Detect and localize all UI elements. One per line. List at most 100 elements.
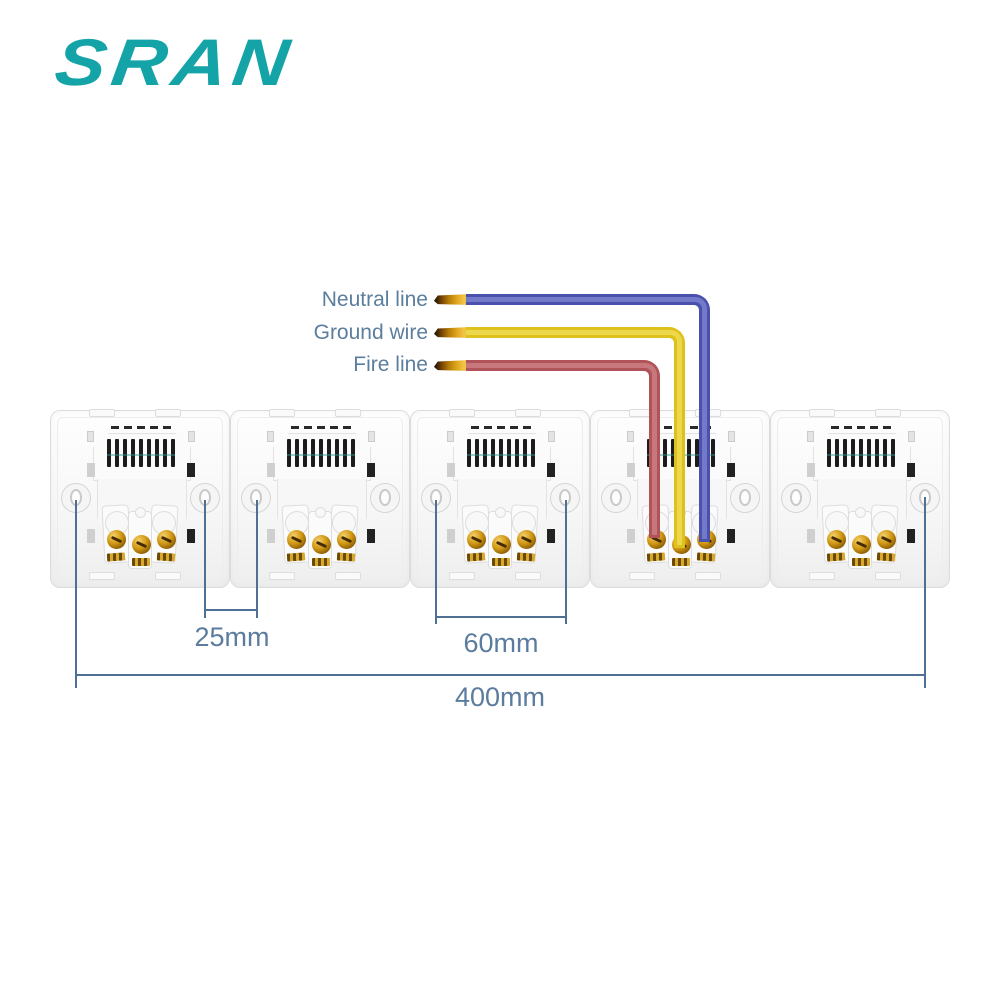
mounting-hole-slot (790, 489, 802, 506)
dimension-line (75, 674, 926, 676)
terminal-screw (336, 529, 356, 549)
terminal-contact-strip (672, 558, 690, 566)
vent-glint (107, 454, 175, 456)
vent-slat (523, 439, 527, 467)
terminal-contact-strip (466, 552, 486, 562)
vent-slat (507, 439, 511, 467)
vent-dash-row (291, 426, 351, 429)
retaining-clip (87, 463, 95, 477)
vent-slat (163, 439, 167, 467)
dimension-line (924, 497, 926, 688)
vent-slat (663, 439, 667, 467)
vent-dash (471, 426, 479, 429)
retaining-clip (447, 463, 455, 477)
vent-slats (107, 439, 175, 467)
retaining-clip (367, 529, 375, 543)
ground-wire-highlight (466, 330, 682, 545)
mounting-hole-left (601, 483, 631, 513)
vent-slat (515, 439, 519, 467)
terminal-screw (516, 529, 536, 549)
vent-dash-row (831, 426, 891, 429)
terminal-screw (491, 534, 511, 554)
dimension-line (256, 500, 258, 618)
vent-dash (291, 426, 299, 429)
socket-edge-tab (155, 572, 181, 580)
socket-module (410, 409, 590, 588)
terminal-contact-strip (696, 552, 716, 562)
socket-edge-tab (89, 409, 115, 417)
mounting-hole-slot (610, 489, 622, 506)
vent-slat (711, 439, 715, 467)
terminal-circle-small (855, 507, 866, 518)
vent-dash (690, 426, 698, 429)
vent-slat (851, 439, 855, 467)
retaining-clip (807, 529, 815, 543)
vent-slats (827, 439, 895, 467)
vent-slat (335, 439, 339, 467)
mounting-hole-right (730, 483, 760, 513)
terminal-block (821, 504, 899, 575)
terminal-contact-strip (826, 552, 846, 562)
vent-slat (147, 439, 151, 467)
terminal-screw (311, 534, 331, 554)
retaining-clip (367, 463, 375, 477)
vent-slat (107, 439, 111, 467)
vent-slat (891, 439, 895, 467)
vent-slat (155, 439, 159, 467)
terminal-contact-strip (516, 552, 536, 562)
mounting-hole-left (781, 483, 811, 513)
fixing-lug (728, 431, 735, 442)
vent-dash (330, 426, 338, 429)
terminal-screw (131, 534, 151, 554)
vent-slat (835, 439, 839, 467)
socket-edge-tab (89, 572, 115, 580)
vent-slat (303, 439, 307, 467)
vent-dash (343, 426, 351, 429)
neutral-wire-highlight (466, 297, 707, 539)
terminal-circle-small (135, 507, 146, 518)
dimension-line (204, 500, 206, 618)
dimension-line (75, 500, 77, 688)
vent-slat (695, 439, 699, 467)
socket-edge-tab (335, 409, 361, 417)
vent-slat (115, 439, 119, 467)
vent-slat (875, 439, 879, 467)
retaining-clip (187, 529, 195, 543)
retaining-clip (267, 463, 275, 477)
retaining-clip (907, 463, 915, 477)
retaining-clip (547, 463, 555, 477)
socket-module (230, 409, 410, 588)
vent-dash (831, 426, 839, 429)
terminal-circle-small (315, 507, 326, 518)
retaining-clip (727, 463, 735, 477)
retaining-clip (547, 529, 555, 543)
vent-slat (171, 439, 175, 467)
vent-slat (319, 439, 323, 467)
neutral-line-label: Neutral line (321, 288, 428, 311)
vent-slat (843, 439, 847, 467)
vent-slat (883, 439, 887, 467)
dimension-line (204, 609, 258, 611)
vent-slat (343, 439, 347, 467)
socket-edge-tab (809, 409, 835, 417)
vent-glint (287, 454, 355, 456)
retaining-clip (807, 463, 815, 477)
vent-dash (163, 426, 171, 429)
retaining-clip (727, 529, 735, 543)
socket-inner-bevel (777, 417, 943, 581)
socket-edge-tab (269, 409, 295, 417)
neutral-wire-copper-tip (434, 294, 471, 305)
terminal-screw (826, 529, 846, 549)
terminal-contact-strip (646, 552, 666, 562)
fixing-lug (188, 431, 195, 442)
terminal-block (281, 504, 359, 575)
socket-module (770, 409, 950, 588)
terminal-screw (876, 529, 896, 549)
fixing-lug (548, 431, 555, 442)
vent-slat (131, 439, 135, 467)
vent-dash (523, 426, 531, 429)
brand-logo: SRAN (50, 25, 300, 99)
fixing-lug (908, 431, 915, 442)
vent-dash (124, 426, 132, 429)
